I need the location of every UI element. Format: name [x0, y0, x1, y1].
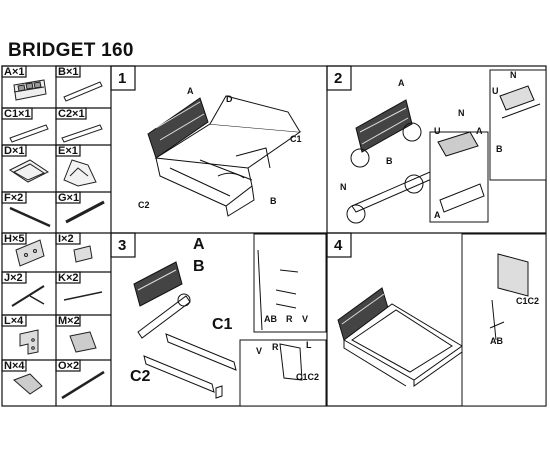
step-1-illustration — [147, 95, 302, 217]
part-d-panel — [9, 159, 49, 183]
part-code-k: K×2 — [58, 272, 79, 284]
step-1-callout-c2: C2 — [138, 200, 150, 210]
part-o-rod — [61, 370, 105, 400]
step-3-callout-l: L — [306, 340, 312, 350]
part-a-headboard — [13, 79, 47, 101]
part-code-n: N×4 — [4, 360, 25, 372]
step-3-callout-v: V — [302, 314, 309, 324]
part-code-c1: C1×1 — [4, 108, 31, 120]
step-1-callout-c1: C1 — [290, 134, 302, 144]
part-e-fabric — [63, 159, 97, 187]
part-c1-rail — [9, 124, 49, 143]
step-2-callout-a: A — [398, 78, 405, 88]
part-h-bracket — [15, 239, 45, 267]
step-1-callout-a: A — [187, 86, 194, 96]
part-code-j: J×2 — [4, 272, 23, 284]
part-b-footboard — [63, 81, 103, 102]
step-3-callout-v2: V — [256, 346, 263, 356]
part-code-l: L×4 — [4, 315, 24, 327]
step-3-box — [110, 232, 136, 258]
step-2-callout-a3: A — [434, 210, 441, 220]
part-code-h: H×5 — [4, 233, 25, 245]
step-2-callout-u2: U — [492, 86, 499, 96]
part-code-d: D×1 — [4, 145, 25, 157]
step-2-callout-a2: A — [476, 126, 483, 136]
step-2-number: 2 — [334, 70, 343, 87]
part-g-rod — [65, 200, 105, 224]
step-4-callout-ab: AB — [490, 336, 503, 346]
part-f-slat — [9, 206, 51, 228]
step-1-number: 1 — [118, 70, 127, 87]
part-code-m: M×2 — [58, 315, 80, 327]
step-2-callout-b2: B — [496, 144, 503, 154]
step-3-callout-c2: C2 — [130, 368, 151, 385]
step-3-number: 3 — [118, 237, 127, 254]
step-3-callout-b: B — [193, 258, 205, 275]
step-2-callout-n1: N — [340, 182, 347, 192]
step-2-callout-n2: N — [458, 108, 465, 118]
step-1-callout-b: B — [270, 196, 277, 206]
step-3-callout-r2: R — [272, 342, 279, 352]
part-code-o: O×2 — [58, 360, 80, 372]
part-n-connector — [13, 373, 43, 395]
part-code-f: F×2 — [4, 192, 24, 204]
step-4-box — [326, 232, 352, 258]
step-4-illustration — [337, 233, 547, 407]
step-2-box — [326, 65, 352, 91]
part-code-c2: C2×1 — [58, 108, 85, 120]
step-3-callout-a: A — [193, 236, 205, 253]
step-4-number: 4 — [334, 237, 343, 254]
part-code-b: B×1 — [58, 66, 79, 78]
product-title: BRIDGET 160 — [8, 40, 134, 61]
part-code-e: E×1 — [58, 145, 78, 157]
step-2-callout-n3: N — [510, 70, 517, 80]
step-2-callout-u: U — [434, 126, 441, 136]
step-3-callout-r: R — [286, 314, 293, 324]
step-2-callout-b: B — [386, 156, 393, 166]
part-c2-rail — [61, 124, 103, 143]
part-m-corner — [69, 331, 97, 353]
part-k-pin — [63, 291, 103, 301]
part-code-g: G×1 — [58, 192, 80, 204]
step-1-box — [110, 65, 136, 91]
part-j-strut — [11, 285, 45, 307]
part-code-a: A×1 — [4, 66, 25, 78]
step-3-illustration — [133, 233, 327, 407]
step-1-callout-d: D — [226, 94, 233, 104]
step-3-callout-c1: C1 — [212, 316, 233, 333]
step-3-callout-ab: AB — [264, 314, 277, 324]
part-code-i: I×2 — [58, 233, 74, 245]
part-i-plate — [73, 245, 93, 263]
part-l-bracket — [19, 329, 39, 355]
step-2-illustration — [346, 69, 547, 224]
step-4-callout-c1c2: C1C2 — [516, 296, 540, 306]
step-3-callout-c1c2: C1C2 — [296, 372, 320, 382]
